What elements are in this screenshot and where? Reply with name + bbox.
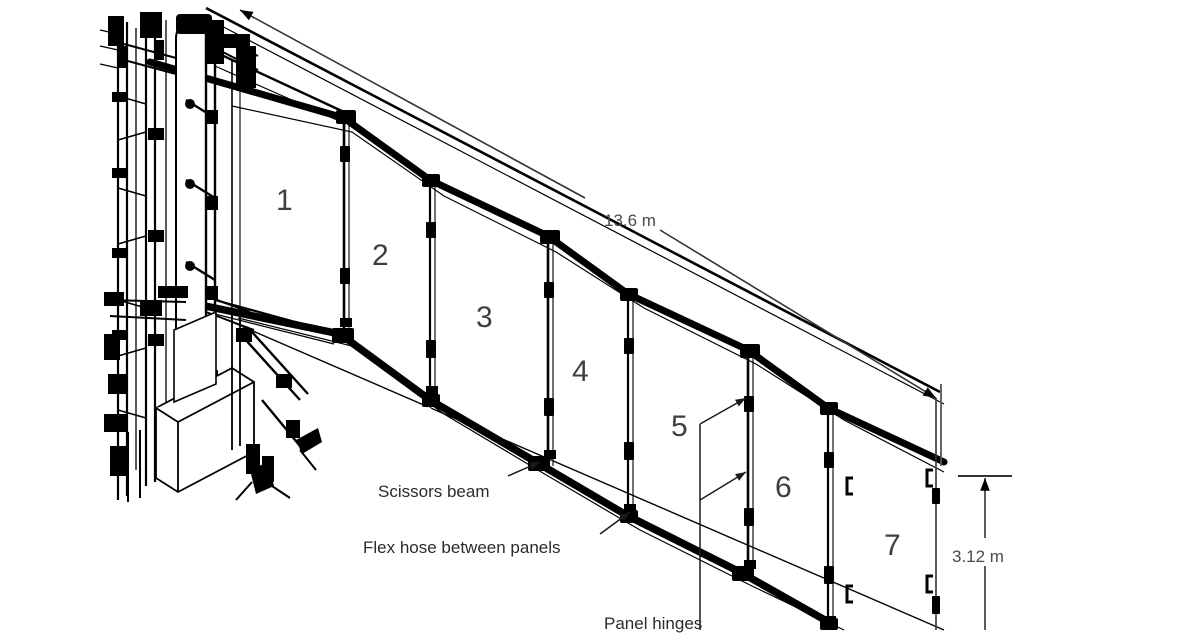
divider-5 <box>746 350 754 576</box>
divider-2 <box>428 180 436 404</box>
divider-6 <box>826 408 834 630</box>
panel-number-2: 2 <box>372 239 389 272</box>
dimension-height <box>958 475 1012 630</box>
dimension-length <box>239 9 942 466</box>
panel-number-1: 1 <box>276 184 293 217</box>
panel-number-7: 7 <box>884 529 901 562</box>
scissors-beams-upper <box>146 58 948 471</box>
callout-panel-hinges: Panel hinges <box>604 614 703 633</box>
panel-number-6: 6 <box>775 471 792 504</box>
dimension-label-length: 13.6 m <box>604 211 656 230</box>
hinge-clips <box>845 468 933 604</box>
callout-flex-hose: Flex hose between panels <box>363 538 561 557</box>
panel-hinge-blocks <box>340 146 940 625</box>
dimension-label-height: 3.12 m <box>952 547 1004 566</box>
divider-3 <box>546 236 554 466</box>
panel-number-3: 3 <box>476 301 493 334</box>
top-rail <box>205 6 945 405</box>
mast-machinery-assembly <box>99 12 322 502</box>
divider-4 <box>626 294 634 520</box>
callout-leaders <box>507 397 747 630</box>
panel-number-5: 5 <box>671 410 688 443</box>
panel-number-4: 4 <box>572 355 589 388</box>
mast-to-panel-hub <box>214 50 347 345</box>
callout-scissors-beam: Scissors beam <box>378 482 490 501</box>
